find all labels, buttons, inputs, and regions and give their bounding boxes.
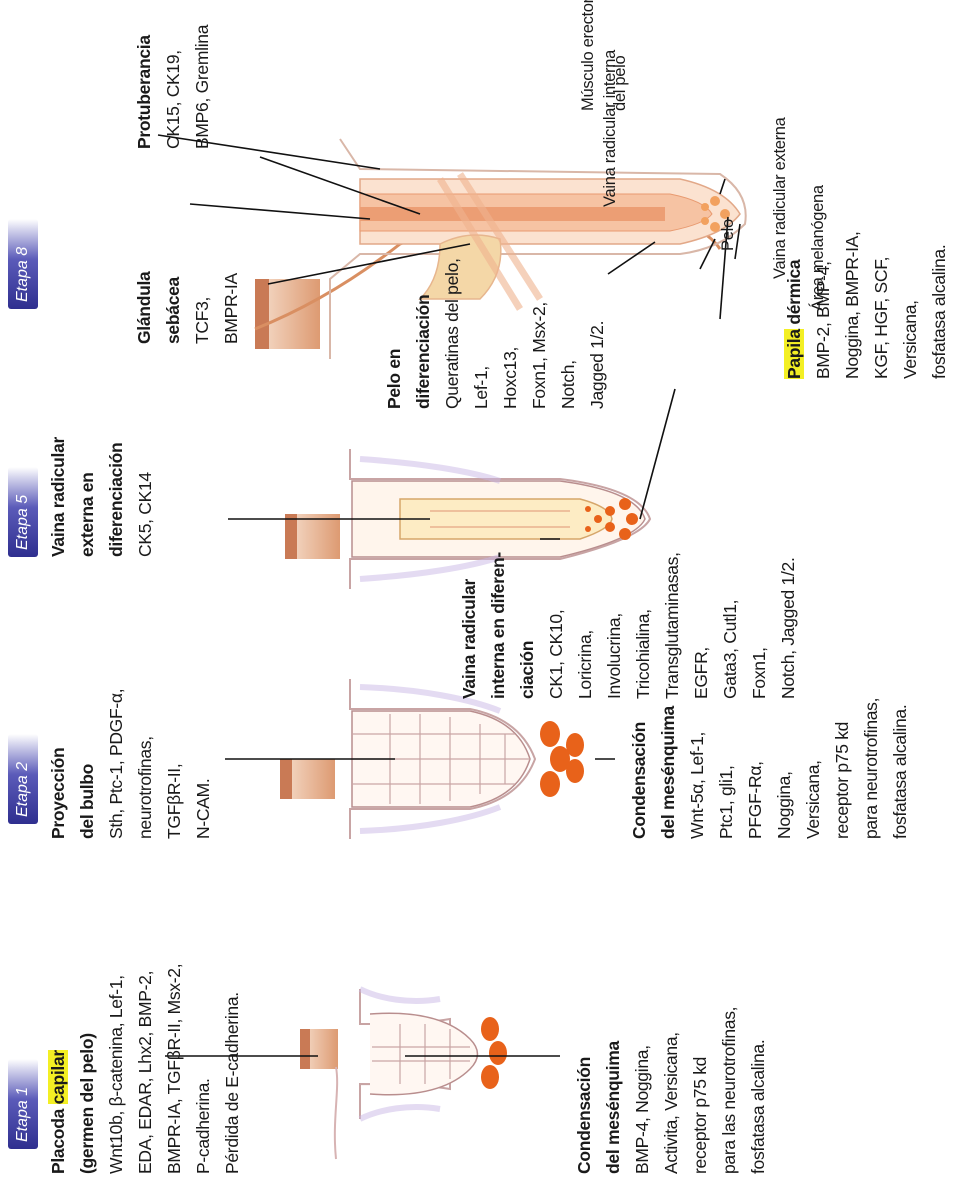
stage1-mesenchyme-subtitle: del mesénquima	[599, 1007, 628, 1174]
stage2-mesenchyme-line-3: PFGF-Rα,	[741, 698, 770, 839]
stage8-bulge-title: Protuberancia	[130, 25, 159, 149]
stage8-papilla-line-5: fosfatasa alcalina.	[925, 231, 954, 379]
stage8-bulge-line-1: CK15, CK19,	[159, 25, 188, 149]
stage8-sebaceous-line-1: TCF3,	[188, 272, 217, 344]
stage8-papilla-line-4: Versicana,	[896, 231, 925, 379]
stage2-bulb-line-4: N-CAM.	[189, 689, 218, 839]
stage5-hair-line-6: Jagged 1/2.	[583, 258, 612, 409]
stage2-mesenchyme-line-5: Versicana,	[799, 698, 828, 839]
stage2-inner-sheath-line-9: Notch, Jagged 1/2.	[774, 552, 803, 699]
stage8-papilla-line-3: KGF, HGF, SCF,	[867, 231, 896, 379]
stage2-bulb-line-3: TGFβR-II,	[160, 689, 189, 839]
stage2-mesenchyme-block: Condensación del mesénquima Wnt-5α, Lef-…	[625, 698, 915, 839]
label-hair: Pelo	[718, 219, 738, 251]
stage2-mesenchyme-line-2: Ptc1, gli1,	[712, 698, 741, 839]
stage2-mesenchyme-line-6: receptor p75 kd	[828, 698, 857, 839]
stage2-inner-sheath-block: Vaina radicular interna en diferen- ciac…	[455, 552, 803, 699]
stage2-mesenchyme-line-7: para neurotrofinas,	[857, 698, 886, 839]
stage1-placode-title: Placoda capilar	[44, 964, 73, 1174]
stage5-outer-sheath-title-3: diferenciación	[102, 437, 131, 557]
stage2-inner-sheath-line-8: Foxn1,	[745, 552, 774, 699]
stage5-outer-sheath-block: Vaina radicular externa en diferenciació…	[44, 437, 160, 557]
stage1-mesenchyme-line-4: para las neurotrofinas,	[715, 1007, 744, 1174]
stage5-hair-subtitle: diferenciación	[409, 258, 438, 409]
stage8-sebaceous-block: Glándula sebácea TCF3, BMPR-IA	[130, 272, 246, 344]
stage8-sebaceous-line-2: BMPR-IA	[217, 272, 246, 344]
stage2-inner-sheath-line-1: CK1, CK10,	[542, 552, 571, 699]
stage5-hair-block: Pelo en diferenciación Queratinas del pe…	[380, 258, 612, 409]
stage2-inner-sheath-title: Vaina radicular	[455, 552, 484, 699]
label-melanogenic-area: Área melanógena	[808, 185, 828, 311]
stage2-mesenchyme-subtitle: del mesénquima	[654, 698, 683, 839]
stage8-bulge-block: Protuberancia CK15, CK19, BMP6, Gremlina	[130, 25, 217, 149]
stage2-inner-sheath-line-4: Tricohialina,	[629, 552, 658, 699]
stage2-bulb-title: Proyección	[44, 689, 73, 839]
stage1-placode-line-2: EDA, EDAR, Lhx2, BMP-2,	[131, 964, 160, 1174]
stage5-outer-sheath-title-2: externa en	[73, 437, 102, 557]
stage2-mesenchyme-line-1: Wnt-5α, Lef-1,	[683, 698, 712, 839]
stage5-hair-line-5: Notch,	[554, 258, 583, 409]
stage5-outer-sheath-title: Vaina radicular	[44, 437, 73, 557]
stage-badge-1: Etapa 1	[8, 1059, 38, 1149]
stage1-mesenchyme-line-2: Activita, Versicana,	[657, 1007, 686, 1174]
stage2-mesenchyme-line-4: Noggina,	[770, 698, 799, 839]
stage8-papilla-line-2: Noggina, BMPR-IA,	[838, 231, 867, 379]
stage1-placode-line-4: P-cadherina.	[189, 964, 218, 1174]
stage1-mesenchyme-line-3: receptor p75 kd	[686, 1007, 715, 1174]
stage1-placode-line-1: Wnt10b, β-catenina, Lef-1,	[102, 964, 131, 1174]
stage2-inner-sheath-line-7: Gata3, Cutl1,	[716, 552, 745, 699]
stage2-inner-sheath-title-3: ciación	[513, 552, 542, 699]
stage1-placode-line-3: BMPR-IA, TGFβR-II, Msx-2,	[160, 964, 189, 1174]
stage2-bulb-line-1: Sth, Ptc-1, PDGF-α,	[102, 689, 131, 839]
label-outer-root-sheath: Vaina radicular externa	[770, 117, 790, 279]
label-inner-root-sheath: Vaina radicular interna	[600, 50, 620, 207]
stage-label-5: Etapa 5	[14, 495, 31, 550]
stage5-hair-line-2: Lef-1,	[467, 258, 496, 409]
stage1-placode-line-5: Pérdida de E-cadherina.	[218, 964, 247, 1174]
stage8-sebaceous-title: Glándula	[130, 272, 159, 344]
stage1-mesenchyme-line-5: fosfatasa alcalina.	[744, 1007, 773, 1174]
stage2-mesenchyme-line-8: fosfatasa alcalina.	[886, 698, 915, 839]
stage5-hair-line-4: Foxn1, Msx-2,	[525, 258, 554, 409]
stage2-inner-sheath-line-2: Loricrina,	[571, 552, 600, 699]
stage-badge-2: Etapa 2	[8, 734, 38, 824]
stage-label-2: Etapa 2	[14, 762, 31, 817]
stage5-outer-sheath-line-1: CK5, CK14	[131, 437, 160, 557]
stage2-inner-sheath-line-5: Transglutaminasas,	[658, 552, 687, 699]
stage5-hair-line-1: Queratinas del pelo,	[438, 258, 467, 409]
stage2-bulb-line-2: neurotrofinas,	[131, 689, 160, 839]
stage8-papilla-block: Papila dérmica BMP-2, BMP-4, Noggina, BM…	[780, 231, 954, 379]
stage1-placode-block: Placoda capilar (germen del pelo) Wnt10b…	[44, 964, 247, 1174]
stage2-mesenchyme-title: Condensación	[625, 698, 654, 839]
stage2-inner-sheath-line-6: EGFR,	[687, 552, 716, 699]
stage2-bulb-subtitle: del bulbo	[73, 689, 102, 839]
stage-badge-5: Etapa 5	[8, 467, 38, 557]
stage5-hair-line-3: Hoxc13,	[496, 258, 525, 409]
label-arrector-muscle-1: Músculo erector	[578, 0, 598, 111]
stage5-hair-title: Pelo en	[380, 258, 409, 409]
stage2-inner-sheath-title-2: interna en diferen-	[484, 552, 513, 699]
stage-label-8: Etapa 8	[14, 247, 31, 302]
stage1-mesenchyme-line-1: BMP-4, Noggina,	[628, 1007, 657, 1174]
stage-label-1: Etapa 1	[14, 1087, 31, 1142]
highlight-papila: Papila	[784, 329, 804, 379]
stage1-mesenchyme-title: Condensación	[570, 1007, 599, 1174]
stage-badge-8: Etapa 8	[8, 219, 38, 309]
stage1-illustration	[300, 989, 507, 1159]
stage1-placode-subtitle: (germen del pelo)	[73, 964, 102, 1174]
stage2-inner-sheath-line-3: Involucrina,	[600, 552, 629, 699]
stage1-mesenchyme-block: Condensación del mesénquima BMP-4, Noggi…	[570, 1007, 773, 1174]
highlight-capilar: capilar	[48, 1050, 68, 1104]
stage8-sebaceous-subtitle: sebácea	[159, 272, 188, 344]
stage8-bulge-line-2: BMP6, Gremlina	[188, 25, 217, 149]
stage2-bulb-block: Proyección del bulbo Sth, Ptc-1, PDGF-α,…	[44, 689, 218, 839]
